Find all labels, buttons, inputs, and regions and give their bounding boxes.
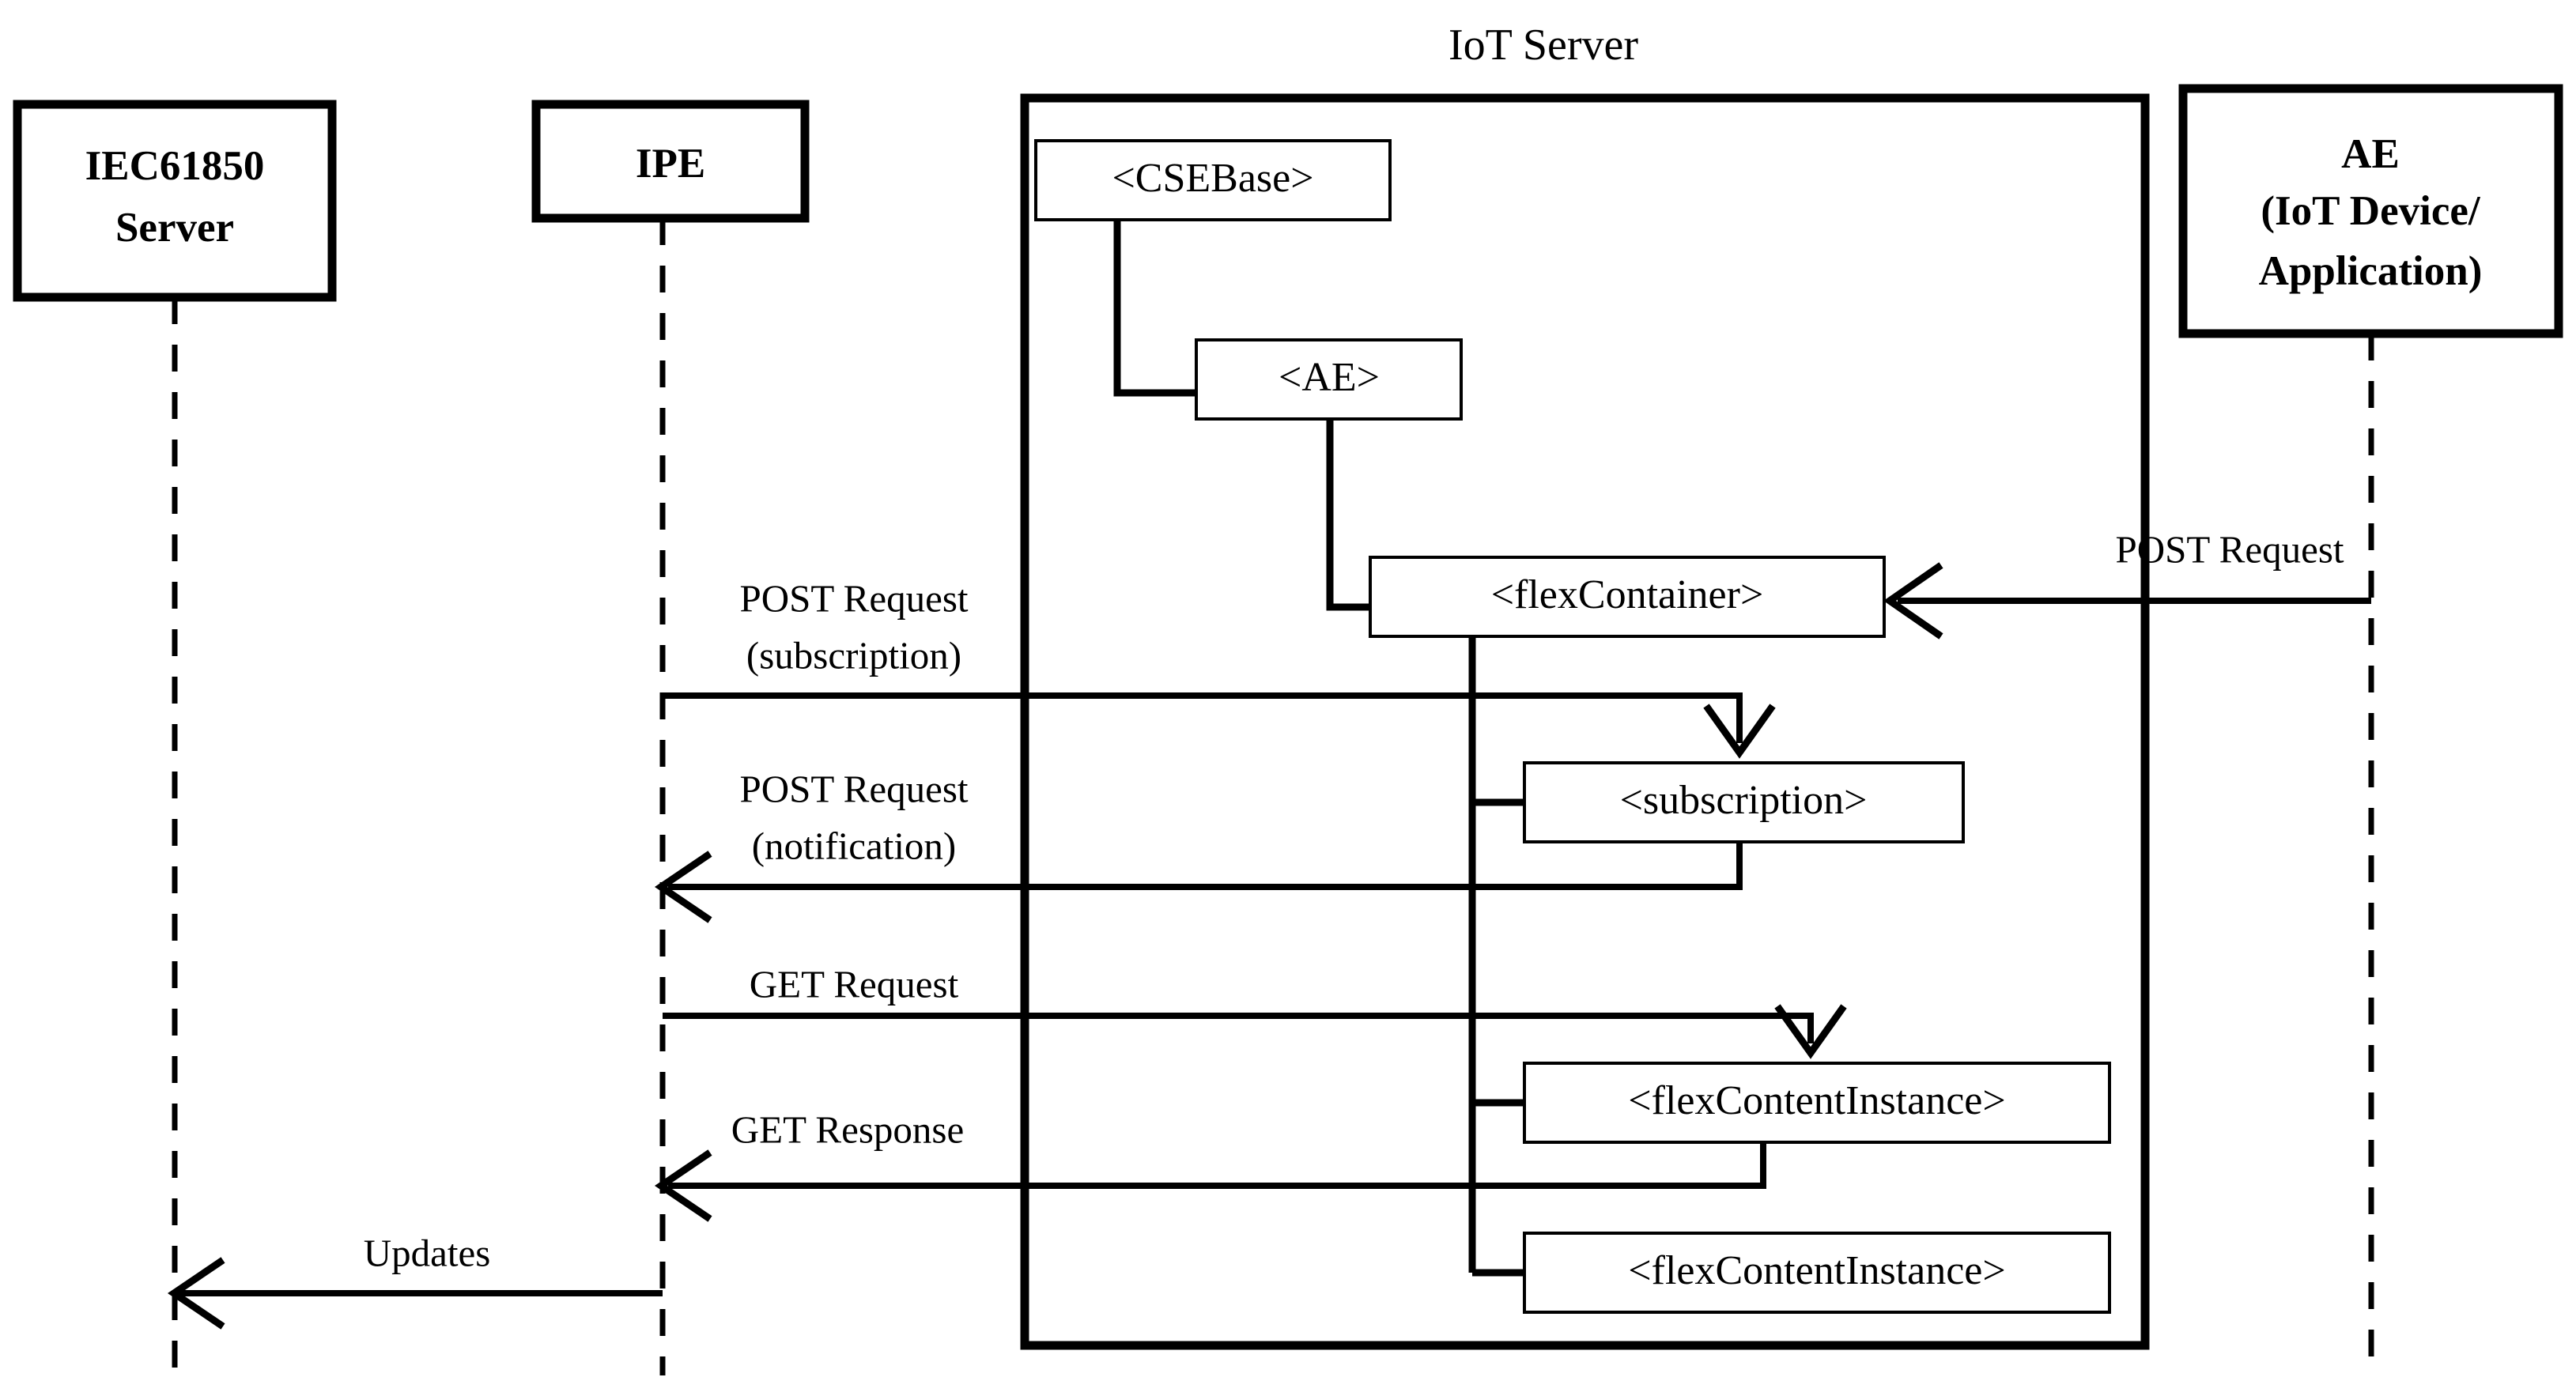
connector-ae-to-flexcontainer bbox=[1326, 419, 1370, 611]
resource-box-flexcontentinstance-2[interactable] bbox=[1523, 1232, 2111, 1314]
actor-label-ae-line1: AE bbox=[2341, 131, 2400, 177]
actor-label-ipe: IPE bbox=[636, 141, 705, 187]
message-line-get-response bbox=[668, 1142, 1766, 1189]
message-label-post-request-subscription-line2: (subscription) bbox=[746, 633, 961, 677]
actor-label-iec61850-line1: IEC61850 bbox=[85, 143, 265, 189]
arrowhead-updates bbox=[167, 1257, 225, 1330]
message-line-post-request-subscription bbox=[663, 692, 1743, 743]
resource-box-ae[interactable] bbox=[1195, 338, 1463, 421]
message-label-post-request-subscription-line1: POST Request bbox=[739, 576, 968, 620]
actor-box-ipe[interactable] bbox=[531, 100, 810, 223]
resource-label-ae: <AE> bbox=[1279, 355, 1380, 400]
message-label-post-request-notification-line2: (notification) bbox=[752, 824, 957, 867]
actor-label-iec61850-line2: Server bbox=[115, 205, 234, 251]
message-label-get-response: GET Response bbox=[731, 1107, 964, 1151]
message-line-get-request bbox=[663, 1013, 1814, 1043]
arrowhead-get-request bbox=[1774, 1004, 1847, 1059]
message-line-post-request-notification bbox=[668, 842, 1743, 890]
iot-server-container bbox=[1020, 93, 2150, 1350]
arrowhead-post-request-ae bbox=[1883, 562, 1943, 640]
message-label-post-request-notification-line1: POST Request bbox=[739, 767, 968, 810]
message-label-updates: Updates bbox=[364, 1231, 491, 1274]
arrowhead-post-request-subscription bbox=[1703, 704, 1776, 759]
message-label-get-request: GET Request bbox=[750, 962, 959, 1005]
resource-label-flexcontentinstance-1: <flexContentInstance> bbox=[1628, 1078, 2005, 1123]
arrowhead-post-request-notification bbox=[654, 851, 712, 923]
resource-box-flexcontentinstance-1[interactable] bbox=[1523, 1062, 2111, 1144]
actor-label-ae-line2: (IoT Device/ bbox=[2261, 188, 2480, 234]
resource-label-flexcontentinstance-2: <flexContentInstance> bbox=[1628, 1248, 2005, 1293]
resource-label-subscription: <subscription> bbox=[1620, 778, 1868, 823]
actor-box-iec61850-server[interactable] bbox=[13, 100, 337, 302]
arrowhead-get-response bbox=[654, 1149, 712, 1222]
resource-label-flexcontainer: <flexContainer> bbox=[1491, 572, 1764, 617]
connector-csebase-to-ae bbox=[1113, 220, 1196, 397]
resource-box-flexcontainer[interactable] bbox=[1369, 556, 1886, 638]
resource-box-subscription[interactable] bbox=[1523, 761, 1965, 843]
iot-server-title: IoT Server bbox=[1449, 21, 1638, 70]
resource-label-csebase: <CSEBase> bbox=[1112, 156, 1313, 201]
message-label-post-request-ae: POST Request bbox=[2115, 527, 2344, 571]
actor-label-ae-line3: Application) bbox=[2259, 248, 2483, 294]
resource-box-csebase[interactable] bbox=[1034, 139, 1392, 221]
